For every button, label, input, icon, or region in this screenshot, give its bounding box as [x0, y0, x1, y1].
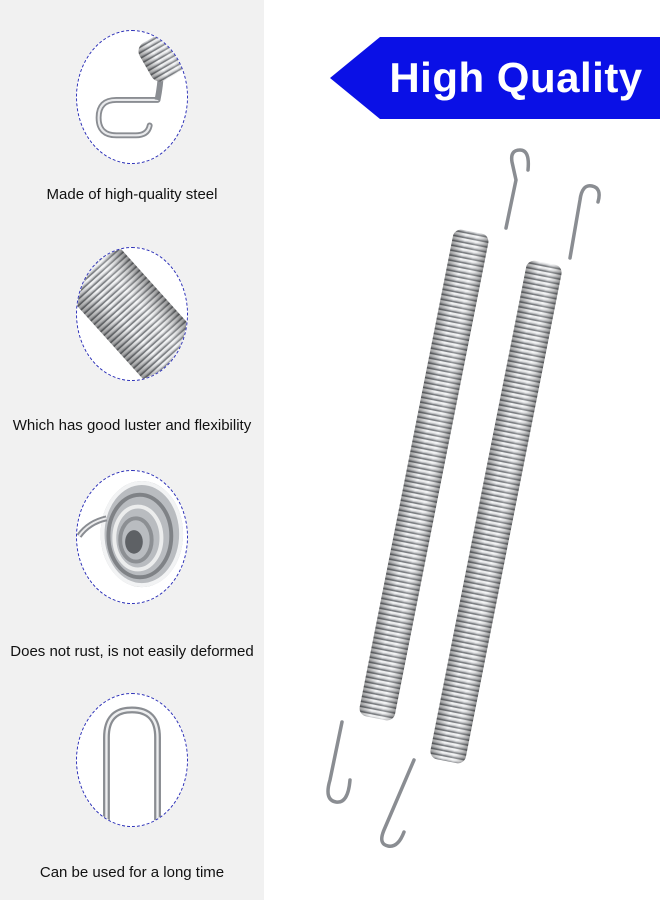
- high-quality-banner: High Quality: [330, 37, 660, 119]
- spring-right: [380, 184, 601, 848]
- extension-springs-pair-icon: [280, 140, 660, 900]
- spring-end-coil-icon: [76, 470, 188, 604]
- spring-left: [326, 148, 531, 804]
- features-panel: Made of high-quality steel Which has goo…: [0, 0, 264, 900]
- banner-label: High Quality: [389, 54, 643, 101]
- spring-hook-closeup-icon: [76, 30, 188, 164]
- feature-caption: Does not rust, is not easily deformed: [10, 643, 254, 660]
- spring-coil-closeup-icon: [76, 247, 188, 381]
- feature-caption: Which has good luster and flexibility: [12, 417, 252, 434]
- feature-caption: Made of high-quality steel: [46, 186, 218, 203]
- feature-caption: Can be used for a long time: [39, 864, 225, 881]
- banner-arrow-shape: [330, 37, 660, 119]
- u-hook-closeup-icon: [76, 693, 188, 827]
